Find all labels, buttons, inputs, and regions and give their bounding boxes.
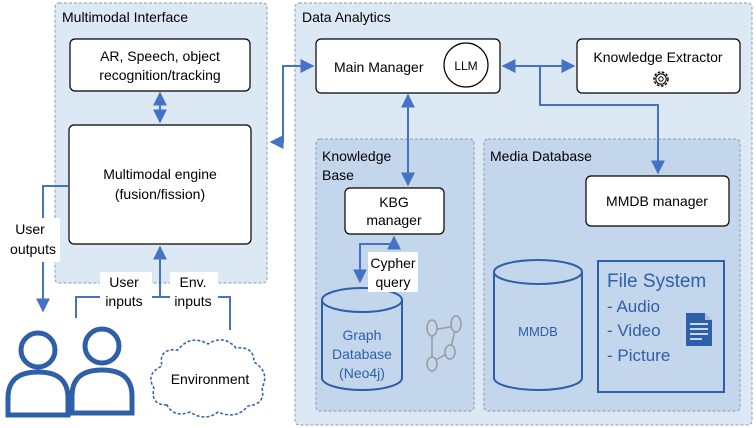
ar-speech-line-1: AR, Speech, object <box>100 48 220 64</box>
graph-icon <box>426 315 462 372</box>
media-database-title: Media Database <box>490 148 592 164</box>
env-inputs-line-1: Env. <box>180 274 207 290</box>
graph-db-line-2: Database <box>332 346 392 362</box>
user-inputs-line-2: inputs <box>105 293 142 309</box>
file-system-picture: - Picture <box>607 346 670 365</box>
multimodal-engine-box: Multimodal engine (fusion/fission) <box>68 124 252 245</box>
knowledge-extractor-box: Knowledge Extractor <box>576 38 741 94</box>
multimodal-interface-title: Multimodal Interface <box>62 9 188 25</box>
document-icon <box>686 313 712 346</box>
cypher-query-label: Cypher query <box>368 252 418 292</box>
multimodal-engine-line-1: Multimodal engine <box>103 166 217 182</box>
cloud-icon: Environment <box>150 339 266 418</box>
ar-speech-box: AR, Speech, object recognition/tracking <box>69 38 251 92</box>
mmdb-cylinder: MMDB <box>493 259 583 391</box>
knowledge-base-title-1: Knowledge <box>322 148 391 164</box>
user-outputs-label: User outputs <box>4 218 60 262</box>
graph-db-line-3: (Neo4j) <box>339 365 385 381</box>
knowledge-extractor-label: Knowledge Extractor <box>593 49 723 65</box>
mmdb-manager-label: MMDB manager <box>606 193 708 209</box>
graph-db-line-1: Graph <box>343 327 382 343</box>
file-system-box: File System - Audio - Video - Picture <box>597 260 725 393</box>
main-manager-box: Main Manager LLM <box>315 38 501 94</box>
user-inputs-label: User inputs <box>100 272 152 312</box>
kbg-manager-box: KBG manager <box>344 187 445 235</box>
users-icon <box>5 326 135 418</box>
data-analytics-title: Data Analytics <box>302 9 391 25</box>
env-inputs-line-2: inputs <box>174 293 211 309</box>
file-system-video: - Video <box>607 321 661 340</box>
graph-database-cylinder: Graph Database (Neo4j) <box>321 287 403 391</box>
gear-icon <box>653 71 669 87</box>
user-outputs-line-2: outputs <box>10 241 56 257</box>
knowledge-base-title-2: Base <box>322 167 354 183</box>
cypher-query-line-1: Cypher <box>370 255 415 271</box>
mmdb-label: MMDB <box>518 324 558 339</box>
cypher-query-line-2: query <box>375 274 410 290</box>
file-system-title: File System <box>607 271 706 292</box>
kbg-manager-line-1: KBG <box>379 194 409 210</box>
multimodal-engine-line-2: (fusion/fission) <box>115 186 205 202</box>
main-manager-label: Main Manager <box>334 59 424 75</box>
llm-circle <box>443 42 489 88</box>
env-inputs-label: Env. inputs <box>170 272 218 312</box>
file-system-audio: - Audio <box>607 297 660 316</box>
llm-label: LLM <box>454 59 477 73</box>
environment-label: Environment <box>171 371 250 387</box>
ar-speech-line-2: recognition/tracking <box>99 67 220 83</box>
kbg-manager-line-2: manager <box>366 212 422 228</box>
user-outputs-line-1: User <box>15 221 45 237</box>
user-inputs-line-1: User <box>109 274 139 290</box>
mmdb-manager-box: MMDB manager <box>585 175 730 227</box>
